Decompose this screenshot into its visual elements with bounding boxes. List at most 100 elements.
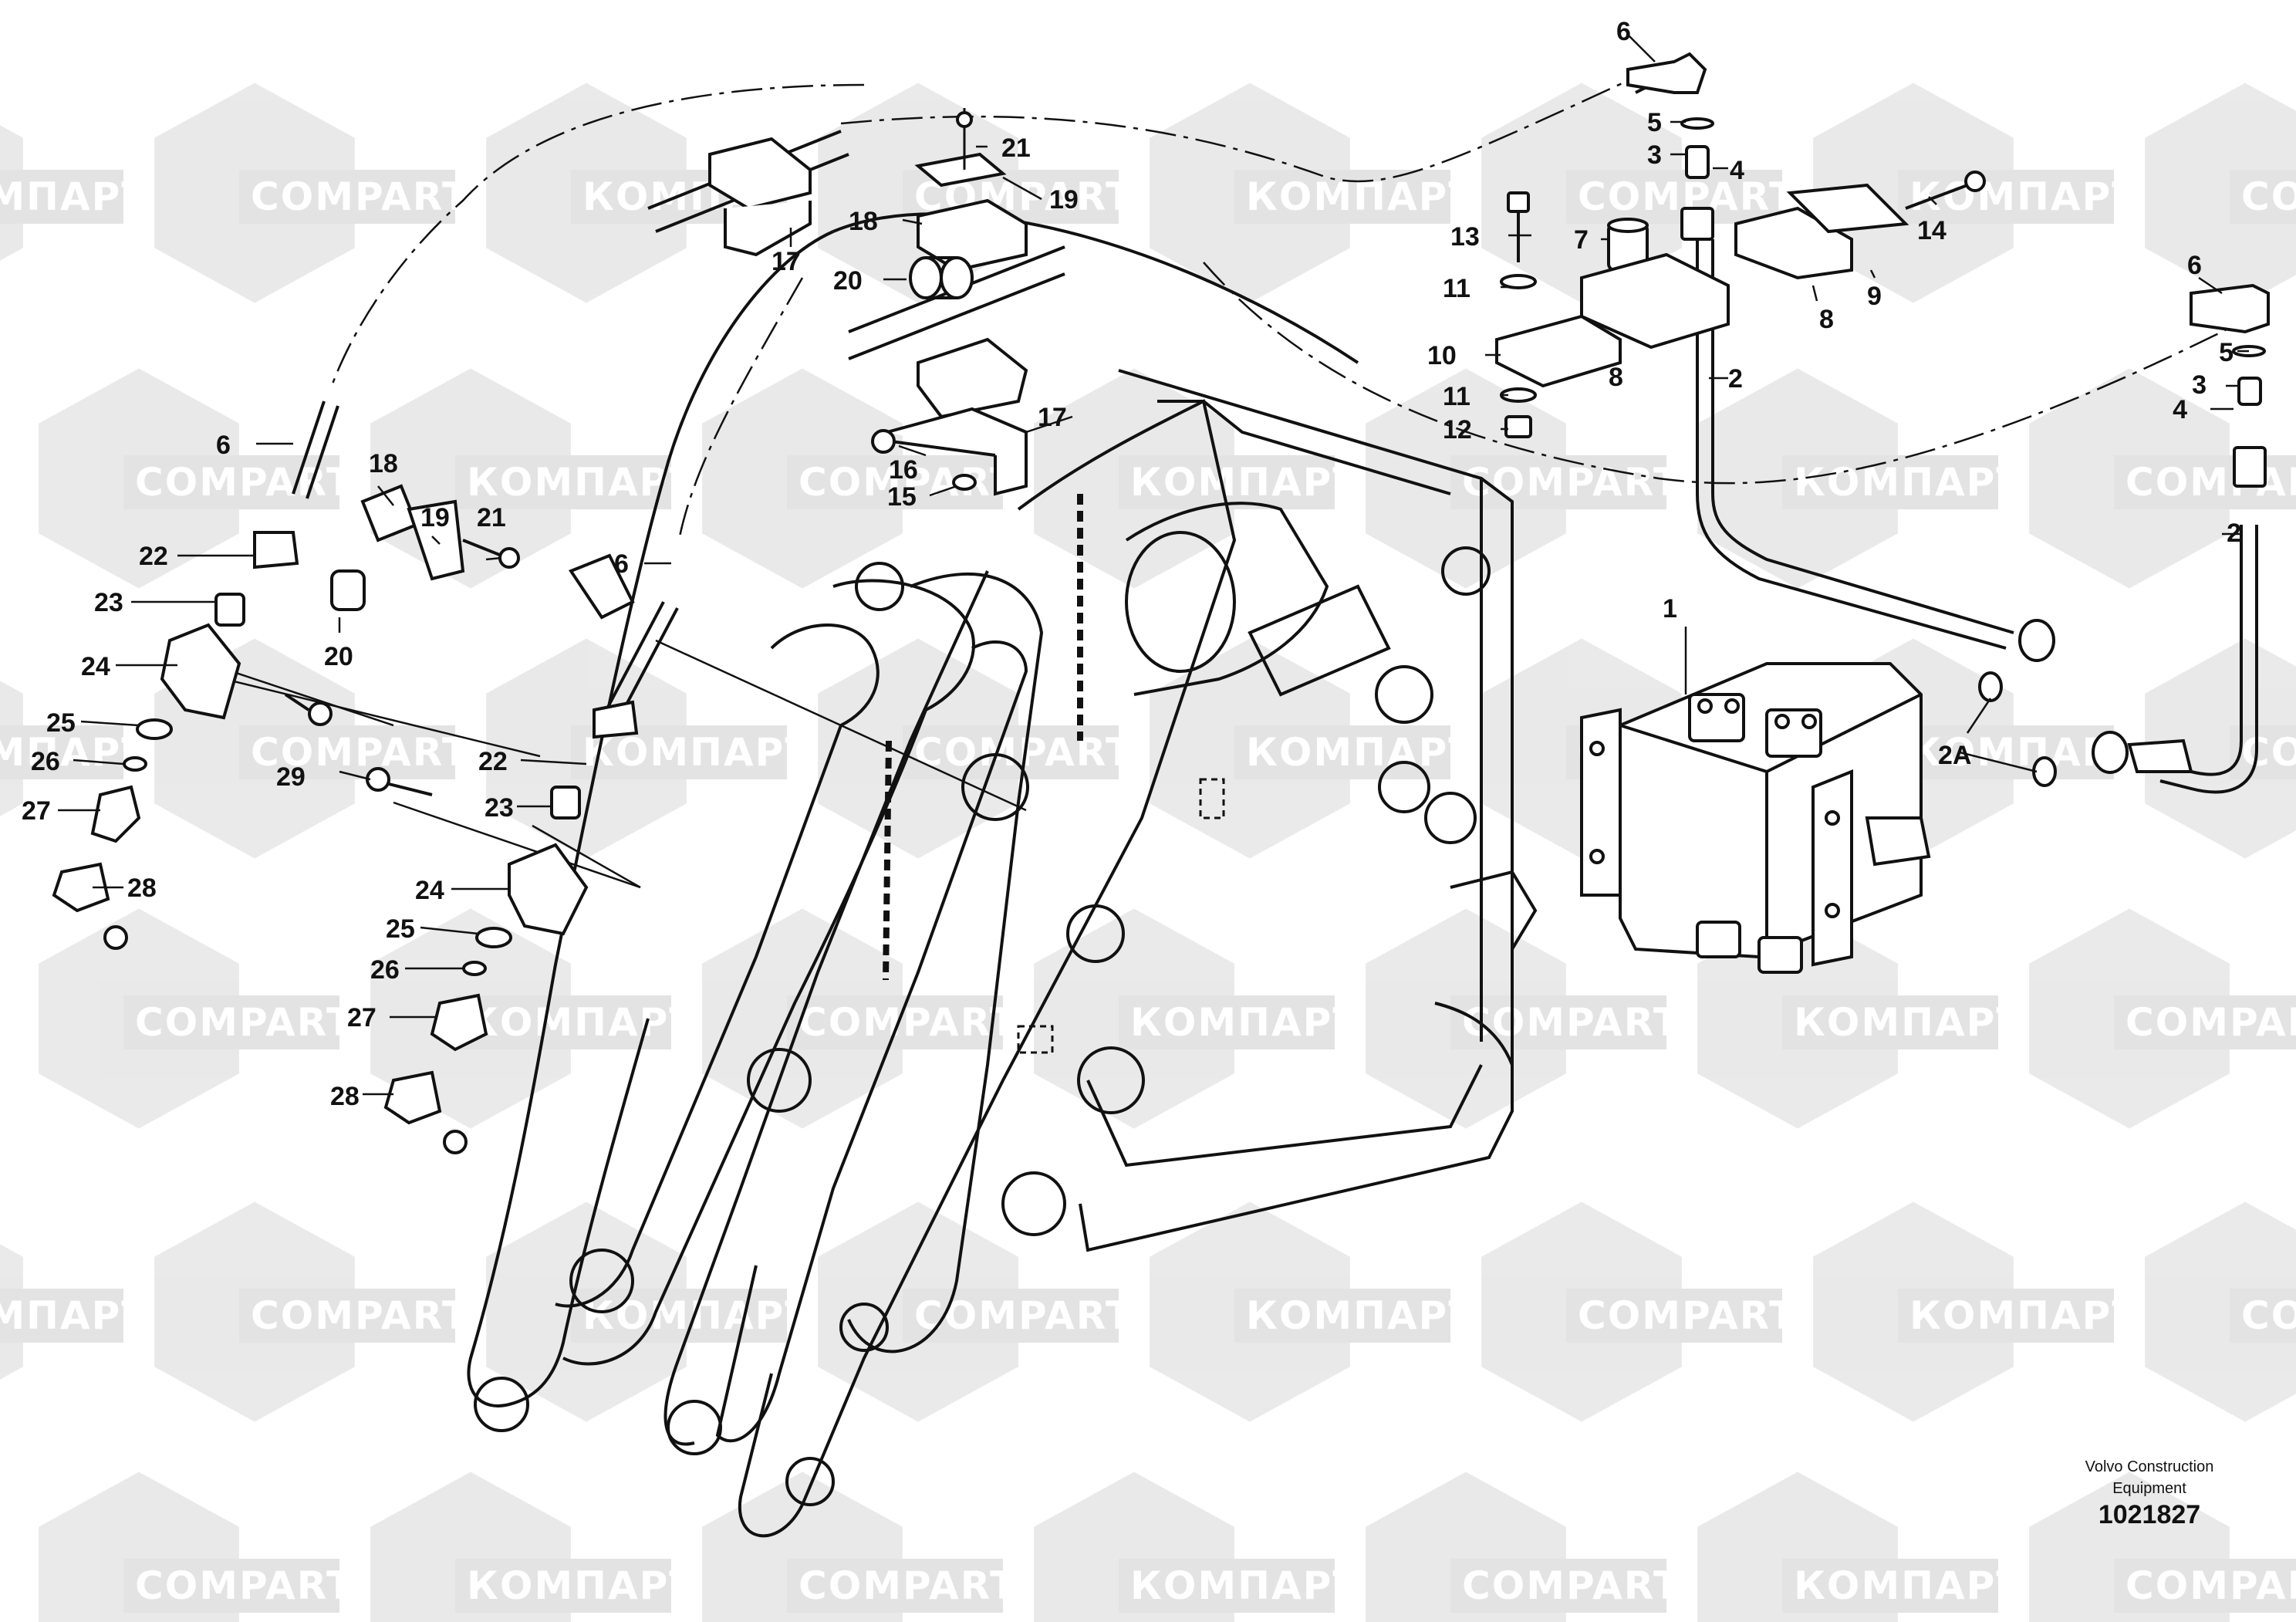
watermark-text: КОМПАРТ [0,1293,149,1338]
watermark-band [571,1289,787,1343]
watermark-text: COMPART [135,1000,354,1045]
watermark-text: COMPART [2241,174,2296,219]
callout-11-bottom: 11 [1443,382,1470,411]
callout-8-mid: 8 [1609,363,1623,392]
watermark-text: COMPART [2241,730,2296,775]
watermark-band [2230,1289,2296,1343]
watermark-text: COMPART [799,460,1018,505]
callout-16: 16 [889,455,918,485]
watermark-hexagon [1034,908,1234,1129]
callout-20-top: 20 [833,266,863,296]
watermark-band [1234,1289,1450,1343]
watermark-hexagon [1697,908,1898,1129]
watermark-band [1234,170,1450,224]
watermark-hexagon [1697,1472,1898,1622]
callout-21-top: 21 [1001,133,1031,163]
callout-3-right: 3 [2192,370,2207,400]
watermark-hexagon [486,1201,687,1422]
watermark-text: COMPART [2125,1563,2296,1608]
watermark-band [0,170,123,224]
watermark-band [1782,455,1998,509]
watermark-hexagon [1150,83,1350,303]
watermark-band [1234,725,1450,779]
watermark-band [0,1289,123,1343]
watermark-hexagon [154,83,355,303]
watermark-band [2114,995,2296,1049]
watermark-text: COMPART [1462,460,1681,505]
callout-22-mid: 22 [478,747,508,776]
figure-code: 1021827 [2098,1500,2201,1529]
callout-24-left: 24 [81,652,110,681]
callout-19-top: 19 [1049,185,1079,215]
callout-5-top: 5 [1647,108,1662,137]
watermark-band [1898,1289,2114,1343]
watermark-hexagon [1481,1201,1682,1422]
watermark-hexagon [1034,1472,1234,1622]
callout-27-left: 27 [22,796,51,826]
callout-8-extra: 8 [1819,305,1834,334]
watermark-text: COMPART [1578,1293,1797,1338]
watermark-hexagon [702,1472,903,1622]
callout-26-mid: 26 [370,955,400,985]
watermark-hexagon [154,1201,355,1422]
clamp-assembly-top [708,108,1028,496]
watermark-band [455,1559,671,1613]
watermark-band [455,995,671,1049]
watermark-text: COMPART [1462,1000,1681,1045]
watermark-text: КОМПАРТ [1909,174,2139,219]
watermark-text: КОМПАРТ [467,1000,697,1045]
watermark-text: КОМПАРТ [1246,1293,1476,1338]
callout-14: 14 [1917,216,1947,245]
watermark-hexagon [2145,638,2296,859]
watermark-text: COMPART [135,460,354,505]
watermark-text: КОМПАРТ [0,174,149,219]
callout-17-mid: 17 [1038,403,1067,432]
control-valve-block [1580,662,1931,974]
watermark-text: COMPART [251,174,470,219]
callout-4-top: 4 [1730,156,1744,185]
callout-29: 29 [276,762,306,792]
callout-15: 15 [887,482,917,512]
watermark-text: COMPART [2125,460,2296,505]
watermark-band [1566,170,1782,224]
watermark-band [1119,1559,1335,1613]
watermark-hexagon [486,83,687,303]
watermark-band [2114,1559,2296,1613]
callout-18-left: 18 [369,449,398,478]
watermark-text: КОМПАРТ [1794,1563,2024,1608]
watermark-text: COMPART [251,1293,470,1338]
publisher-name-line2: Equipment [2112,1480,2186,1497]
watermark-hexagon [2029,1472,2230,1622]
callout-17-top: 17 [772,247,801,276]
watermark-hexagon [1813,1201,2014,1422]
watermark-text: КОМПАРТ [467,1563,697,1608]
callout-26-left: 26 [31,747,60,776]
watermark-text: COMPART [135,1563,354,1608]
callout-2a: 2A [1938,741,1971,770]
watermark-text: КОМПАРТ [1246,730,1476,775]
watermark-band [239,725,455,779]
watermark-band [1119,995,1335,1049]
watermark-text: КОМПАРТ [0,730,149,775]
watermark-text: COMPART [251,730,470,775]
callout-25-left: 25 [46,708,76,738]
callout-27-mid: 27 [347,1003,376,1032]
watermark-hexagon [1366,908,1566,1129]
watermark-hexagon [1813,83,2014,303]
callout-19-left: 19 [420,503,450,532]
watermark-band [1898,725,2114,779]
watermark-band [787,1559,1003,1613]
watermark-hexagon [2029,368,2230,589]
watermark-text: КОМПАРТ [1909,1293,2139,1338]
watermark-hexagon [0,1244,23,1380]
callout-4-right: 4 [2173,395,2187,424]
watermark-band [1782,995,1998,1049]
callout-13: 13 [1450,222,1480,252]
watermark-hexagon [2145,83,2296,303]
watermark-layer: КОМПАРТ COMPART КОМПАРТ COMPART КОМПАРТ COMPA… [0,83,2296,1622]
watermark-text: COMPART [914,1293,1133,1338]
callout-6-right: 6 [2187,251,2202,280]
callout-21-left: 21 [477,503,506,532]
callout-5-right: 5 [2219,338,2234,367]
callout-23-left: 23 [94,588,123,617]
